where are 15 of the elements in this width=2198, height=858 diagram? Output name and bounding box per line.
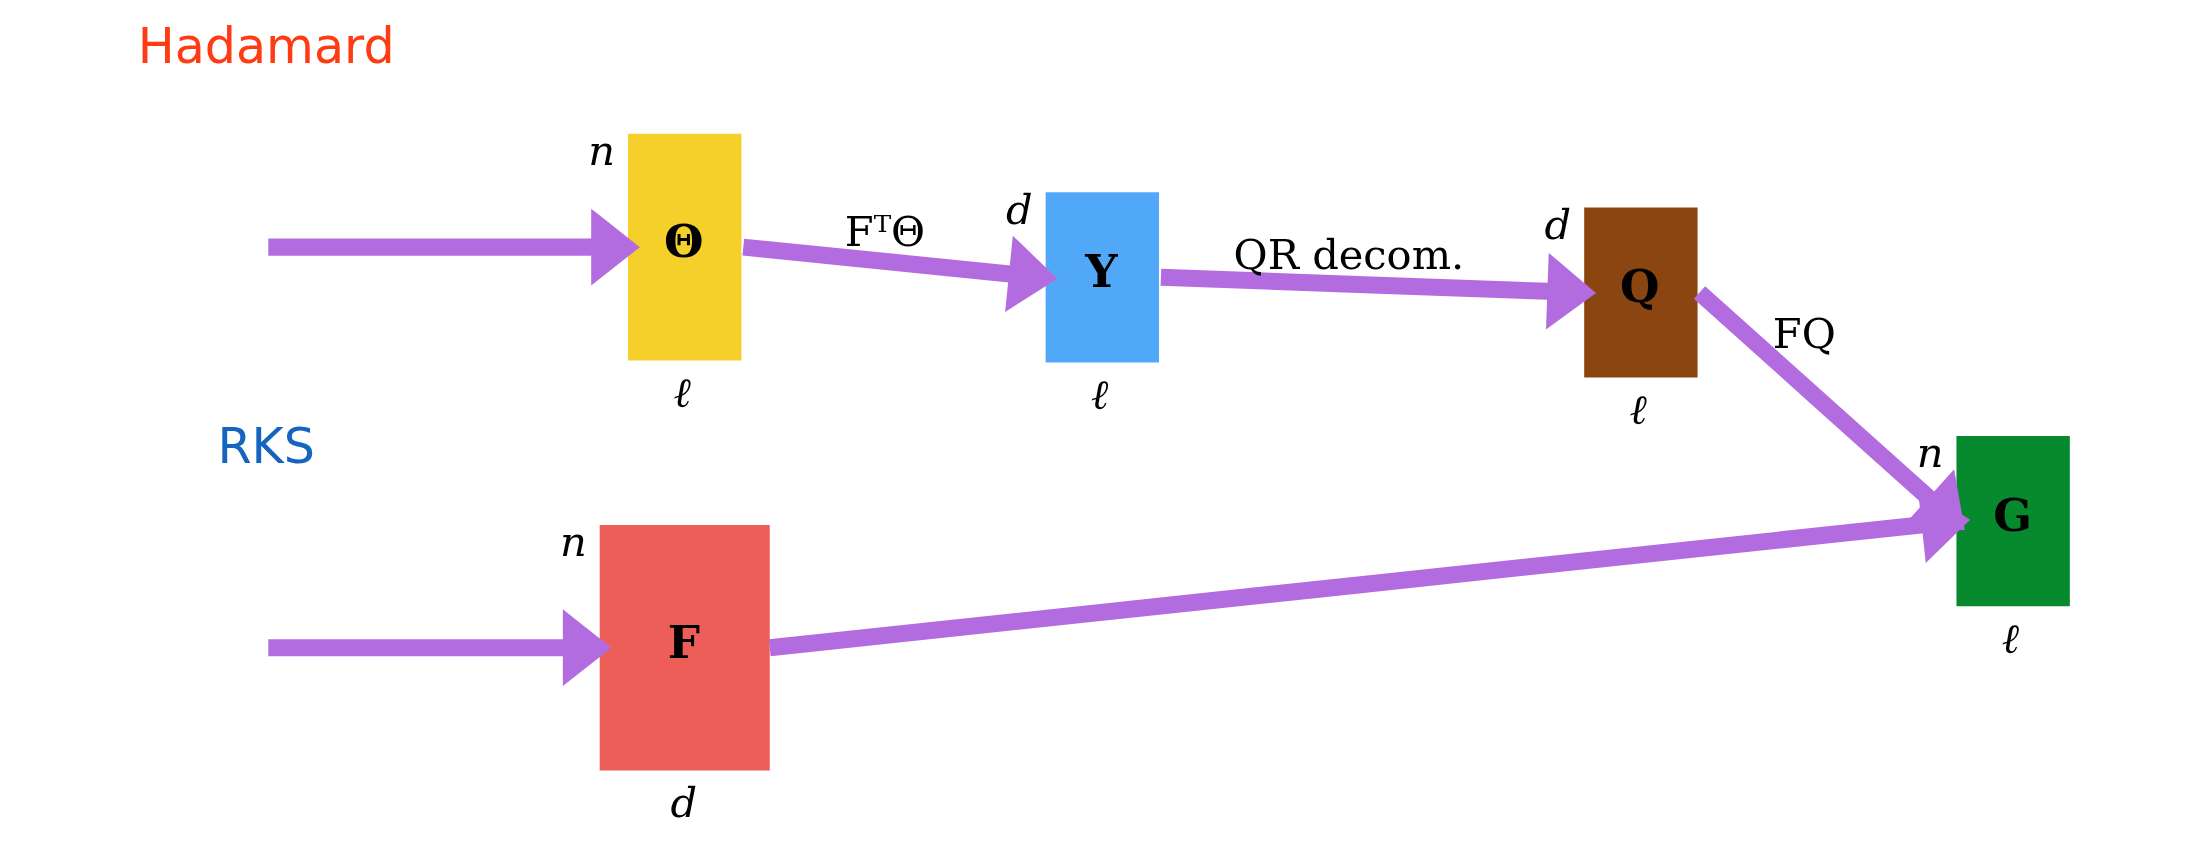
node-label: n — [587, 126, 615, 176]
label: Hadamard — [137, 16, 395, 75]
node-label: d — [1005, 184, 1033, 234]
node-label: ℓ — [672, 367, 691, 417]
edge-label: FQ — [1772, 309, 1836, 359]
label: RKS — [216, 417, 315, 476]
node-label: ℓ — [1629, 384, 1647, 434]
node-label: n — [559, 517, 587, 567]
edge-label: QR decom. — [1233, 230, 1464, 280]
node-label: ℓ — [1090, 369, 1108, 419]
node-label: n — [1916, 428, 1944, 478]
edge-label: FᵀΘ — [844, 207, 925, 257]
node-label: d — [670, 778, 697, 828]
node-label: d — [1544, 199, 1571, 249]
node-label: ℓ — [2001, 613, 2019, 663]
